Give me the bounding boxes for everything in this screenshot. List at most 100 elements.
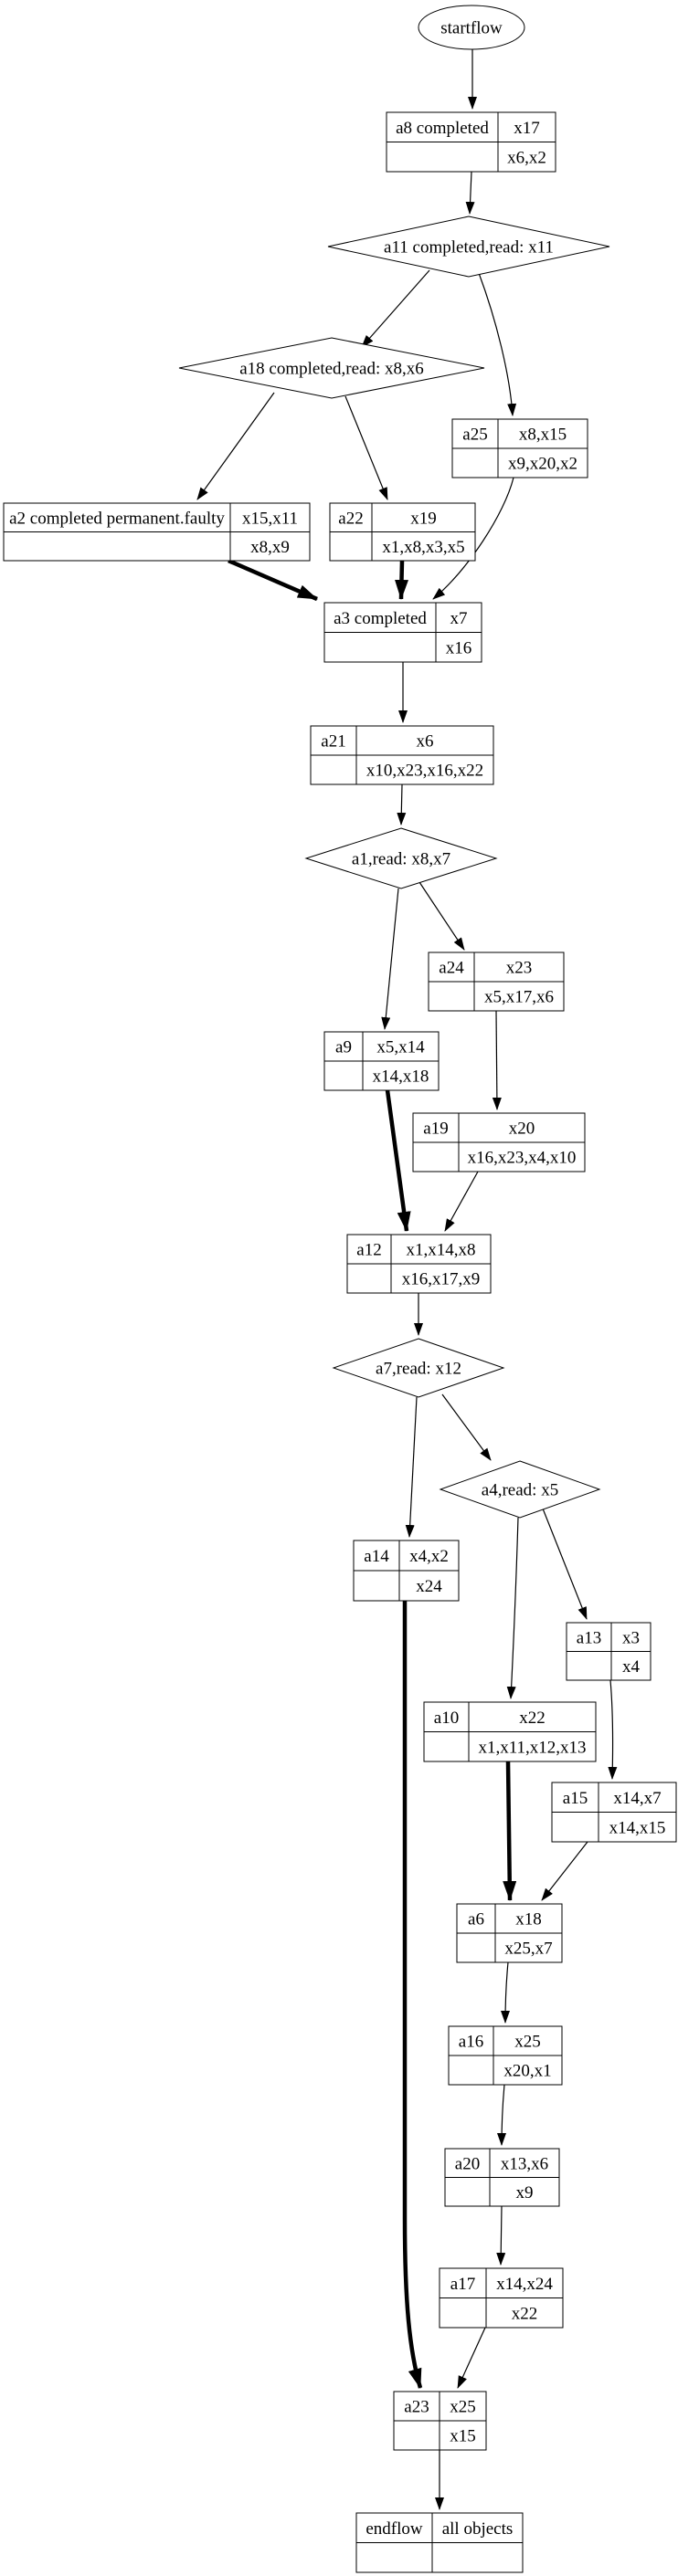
a1-diamond <box>304 827 498 889</box>
a9-cell-vars-bottom: x14,x18 <box>373 1067 429 1087</box>
a19-cell-vars-top: x20 <box>509 1120 535 1139</box>
node-a14: a14 x4,x2 x24 <box>353 1540 460 1602</box>
edge-a11-a18 <box>361 269 430 348</box>
a25-cell-vars-bottom: x9,x20,x2 <box>508 455 577 474</box>
a14-cell-vars-top: x4,x2 <box>409 1547 449 1566</box>
edge-a4-a13 <box>542 1508 588 1620</box>
edge-a6-a16 <box>501 1961 511 2024</box>
a6-cell-vars-bottom: x25,x7 <box>504 1940 552 1959</box>
a12-cell-vars-top: x1,x14,x8 <box>407 1241 476 1260</box>
a11-label: a11 completed,read: x11 <box>384 238 554 258</box>
edge-a14-a23 <box>402 1601 423 2389</box>
a6-cell-vars-top: x18 <box>515 1910 542 1929</box>
edge-a1-a9 <box>381 888 399 1030</box>
edge-a7-a14 <box>405 1396 418 1538</box>
edge-a7-a4 <box>441 1393 492 1461</box>
edge-a18-a22 <box>344 395 388 500</box>
a25-cell-vars-top: x8,x15 <box>519 426 567 445</box>
a17-cell-vars-top: x14,x24 <box>496 2275 553 2294</box>
a19-cell-name: a19 <box>423 1120 448 1139</box>
edge-a24-a19 <box>492 1010 502 1110</box>
a16-cell-vars-top: x25 <box>514 2033 541 2052</box>
edge-layer <box>196 49 618 2510</box>
a23-cell-name: a23 <box>404 2398 429 2417</box>
a3-cell-vars-top: x7 <box>450 609 468 628</box>
a4-label: a4,read: x5 <box>482 1481 558 1500</box>
edge-a20-a17 <box>496 2205 506 2266</box>
a25-cell-name: a25 <box>462 426 487 445</box>
edge-a17-a23 <box>457 2327 486 2389</box>
a2-cell-vars-top: x15,x11 <box>242 509 298 528</box>
a10-cell-vars-bottom: x1,x11,x12,x13 <box>478 1738 586 1757</box>
edge-a2-a3 <box>228 558 318 602</box>
node-layer: startflow a8 completed x17 x6,x2 a11 complet… <box>3 5 677 2573</box>
a11-diamond <box>327 216 610 278</box>
a24-cell-vars-top: x23 <box>506 959 533 978</box>
a18-diamond <box>178 337 485 399</box>
node-a3: a3 completed x7 x16 <box>323 602 482 663</box>
a10-cell-vars-top: x22 <box>519 1709 546 1728</box>
startflow-label: startflow <box>440 19 503 38</box>
a17-cell-vars-bottom: x22 <box>512 2304 538 2323</box>
a20-cell-name: a20 <box>455 2154 480 2173</box>
edge-a1-a24 <box>418 881 465 951</box>
a8-cell-name: a8 completed <box>396 119 489 138</box>
edge-a18-a2 <box>196 392 275 500</box>
a19-cell-vars-bottom: x16,x23,x4,x10 <box>468 1149 577 1168</box>
a22-cell-name: a22 <box>338 509 363 528</box>
a24-cell-name: a24 <box>439 959 464 978</box>
a1-label: a1,read: x8,x7 <box>352 850 450 869</box>
a20-cell-vars-bottom: x9 <box>516 2183 534 2203</box>
a10-cell-name: a10 <box>434 1709 459 1728</box>
node-a11: a11 completed,read: x11 <box>327 216 610 278</box>
edge-a13-a15 <box>608 1679 618 1780</box>
edge-a15-a6 <box>541 1841 588 1901</box>
a12-cell-vars-bottom: x16,x17,x9 <box>402 1270 481 1289</box>
edge-a21-a1 <box>397 783 407 825</box>
a3-cell-name: a3 completed <box>334 609 427 628</box>
a2-cell-name: a2 completed permanent.faulty <box>9 509 225 528</box>
edge-a25-a3 <box>432 477 514 600</box>
a3-cell-vars-bottom: x16 <box>446 638 472 657</box>
node-a7: a7,read: x12 <box>332 1338 505 1398</box>
a15-cell-name: a15 <box>563 1789 588 1808</box>
a14-cell-name: a14 <box>364 1547 389 1566</box>
edge-a19-a12 <box>444 1171 479 1232</box>
node-a2: a2 completed permanent.faulty x15,x11 x8,x… <box>3 502 311 562</box>
a13-cell-name: a13 <box>577 1628 601 1647</box>
edge-a16-a20 <box>497 2084 507 2146</box>
edge-a11-a25 <box>478 272 517 416</box>
startflow-ellipse <box>418 5 525 50</box>
node-a10: a10 x22 x1,x11,x12,x13 <box>423 1701 597 1762</box>
endflow-cell-name: endflow <box>365 2519 423 2539</box>
a8-cell-vars-bottom: x6,x2 <box>507 148 546 167</box>
node-a4: a4,read: x5 <box>439 1460 601 1519</box>
a14-cell-vars-bottom: x24 <box>416 1577 442 1596</box>
a8-cell-vars-top: x17 <box>514 119 540 138</box>
a2-cell-vars-bottom: x8,x9 <box>250 538 290 557</box>
a21-cell-vars-top: x6 <box>417 732 434 752</box>
endflow-cell-vars-top: all objects <box>442 2519 514 2539</box>
edge-a8-a11 <box>465 171 475 215</box>
node-a1: a1,read: x8,x7 <box>304 827 498 889</box>
edge-a9-a12 <box>385 1089 411 1232</box>
a21-cell-name: a21 <box>321 732 345 752</box>
node-a25: a25 x8,x15 x9,x20,x2 <box>451 418 588 478</box>
a9-cell-name: a9 <box>335 1038 352 1057</box>
node-a18: a18 completed,read: x8,x6 <box>178 337 485 399</box>
edge-a10-a6 <box>503 1761 517 1901</box>
a4-diamond <box>439 1460 601 1519</box>
node-a19: a19 x20 x16,x23,x4,x10 <box>412 1112 586 1172</box>
